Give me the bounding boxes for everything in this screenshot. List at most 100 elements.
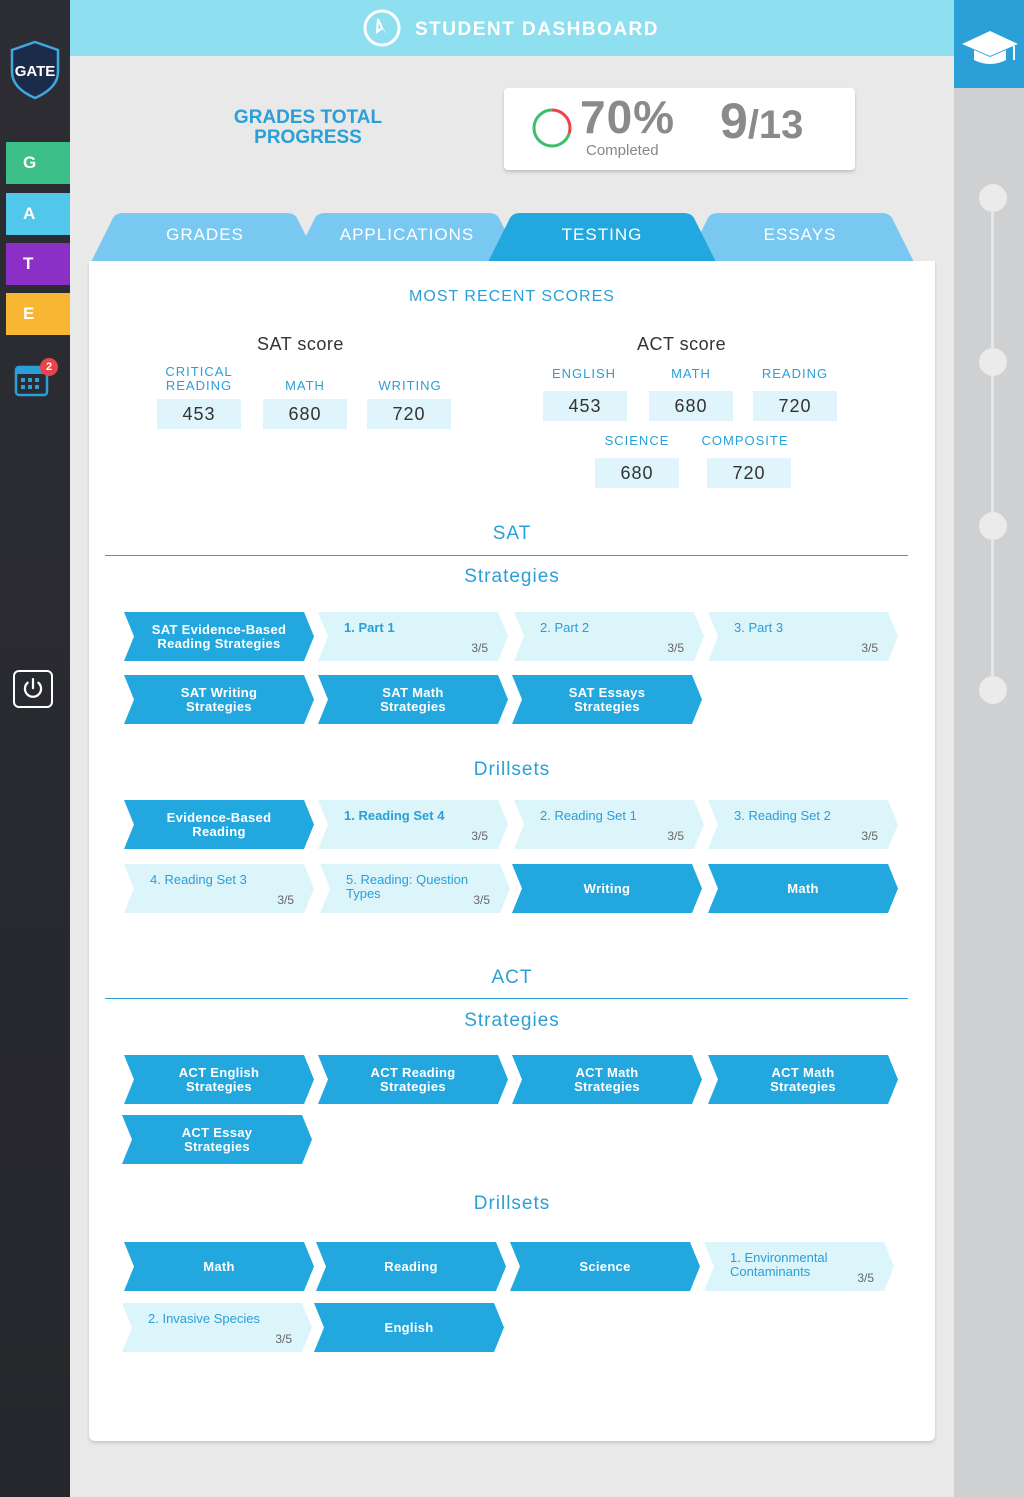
progress-count-label: 3/5	[473, 893, 490, 907]
timeline-knob[interactable]	[979, 184, 1007, 212]
sat-drillset-chevron[interactable]: Writing	[512, 864, 702, 913]
sat-math-label: MATH	[285, 378, 325, 393]
act-reading-label: READING	[761, 366, 829, 381]
act-drillset-chevron[interactable]: 2. Invasive Species 3/5	[122, 1303, 312, 1352]
act-drillset-chevron[interactable]: Science	[510, 1242, 700, 1291]
chevron-label: 3. Part 3	[734, 620, 784, 635]
act-english-score: 453	[543, 391, 627, 421]
tab-grades[interactable]: GRADES	[91, 213, 319, 262]
chevron-label: 3. Reading Set 2	[734, 808, 831, 823]
act-drillset-chevron[interactable]: Reading	[316, 1242, 506, 1291]
nav-essays[interactable]: E	[6, 293, 70, 335]
graduation-panel[interactable]	[954, 0, 1024, 88]
top-header	[70, 0, 954, 56]
nav-applications[interactable]: A	[6, 193, 70, 235]
act-strategies-title: Strategies	[464, 1010, 560, 1031]
tab-testing[interactable]: TESTING	[488, 213, 716, 262]
sat-drillset-chevron[interactable]: 3. Reading Set 2 3/5	[708, 800, 898, 849]
logo-text: GATE	[15, 63, 56, 80]
page-title: STUDENT DASHBOARD	[415, 19, 659, 40]
chevron-label: 1. Part 1	[344, 620, 395, 635]
progress-count-label: 3/5	[471, 829, 488, 843]
recent-scores-title: MOST RECENT SCORES	[409, 288, 615, 305]
timeline-knob[interactable]	[979, 676, 1007, 704]
progress-label: GRADES TOTAL PROGRESS	[233, 107, 383, 148]
sat-drillset-chevron[interactable]: 2. Reading Set 1 3/5	[514, 800, 704, 849]
sat-drillsets-title: Drillsets	[473, 759, 551, 780]
progress-ring	[532, 108, 572, 148]
act-section-title: ACT	[491, 967, 533, 988]
progress-count-label: 3/5	[277, 893, 294, 907]
chevron-label: Writing	[583, 880, 631, 896]
calendar-badge: 2	[40, 358, 58, 376]
tab-essays[interactable]: ESSAYS	[686, 213, 914, 262]
act-score-heading: ACT score	[637, 334, 727, 354]
timeline-knob[interactable]	[979, 348, 1007, 376]
gate-logo: GATE	[10, 40, 60, 100]
act-science-score: 680	[595, 458, 679, 488]
progress-count-label: 3/5	[667, 829, 684, 843]
sat-reading-score: 453	[157, 399, 241, 429]
chevron-label: Reading	[384, 1258, 438, 1274]
chevron-label: 2. Reading Set 1	[540, 808, 637, 823]
calendar-icon[interactable]	[14, 362, 54, 398]
sat-strategy-chevron[interactable]: 1. Part 1 3/5	[318, 612, 508, 661]
progress-percent: 70%	[580, 91, 676, 143]
act-math-score: 680	[649, 391, 733, 421]
sat-writing-label: WRITING	[378, 378, 442, 393]
act-drillset-chevron[interactable]: English	[314, 1303, 504, 1352]
chevron-label: Science	[579, 1258, 631, 1274]
act-reading-score: 720	[753, 391, 837, 421]
sat-drillset-chevron[interactable]: Math	[708, 864, 898, 913]
act-science-label: SCIENCE	[604, 433, 670, 448]
compass-icon	[363, 9, 401, 47]
act-english-label: ENGLISH	[551, 366, 617, 381]
sat-divider	[105, 555, 908, 556]
chevron-label: 4. Reading Set 3	[150, 872, 247, 887]
progress-count-label: 3/5	[471, 641, 488, 655]
chevron-label: Math	[787, 880, 819, 896]
chevron-label: Math	[203, 1258, 235, 1274]
timeline-knob[interactable]	[979, 512, 1007, 540]
sat-drillset-chevron[interactable]: 4. Reading Set 3 3/5	[124, 864, 314, 913]
timeline-track	[991, 196, 994, 690]
act-drillset-chevron[interactable]: Math	[124, 1242, 314, 1291]
sat-score-heading: SAT score	[257, 334, 344, 354]
progress-count-label: 3/5	[857, 1271, 874, 1285]
progress-count-label: 3/5	[861, 829, 878, 843]
progress-count-label: 3/5	[275, 1332, 292, 1346]
act-math-label: MATH	[671, 366, 711, 381]
chevron-label: 2. Invasive Species	[148, 1311, 261, 1326]
act-drillsets-title: Drillsets	[473, 1193, 551, 1214]
power-icon[interactable]	[13, 670, 53, 708]
nav-grades[interactable]: G	[6, 142, 70, 184]
tab-applications[interactable]: APPLICATIONS	[293, 213, 521, 262]
nav-testing[interactable]: T	[6, 243, 70, 285]
progress-card	[504, 88, 855, 170]
